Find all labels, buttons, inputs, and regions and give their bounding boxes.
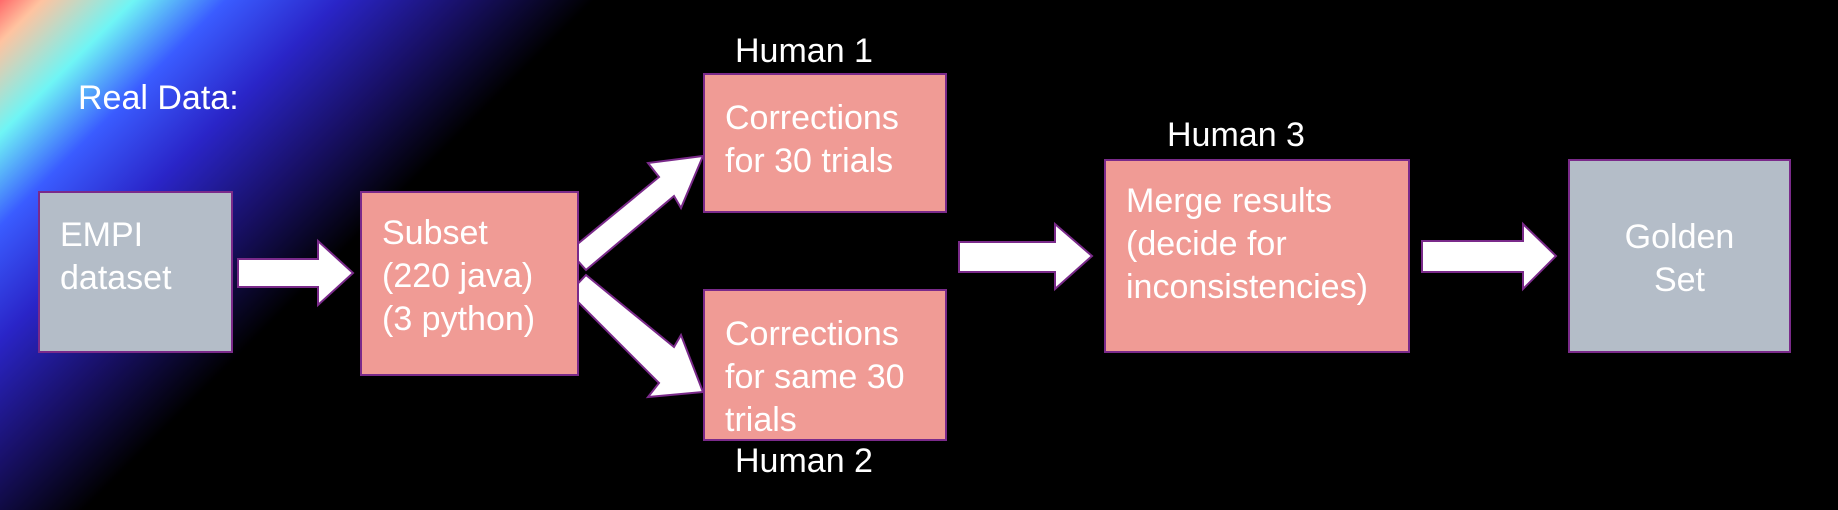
arrow-subset-to-corrections1 bbox=[567, 154, 705, 272]
node-subset-text: Subset (220 java) (3 python) bbox=[382, 214, 536, 338]
node-empi-dataset-text: EMPI dataset bbox=[60, 216, 172, 297]
node-golden-set-text: Golden Set bbox=[1624, 218, 1735, 299]
arrow-subset-to-corrections2 bbox=[567, 273, 705, 399]
node-corrections-human-1: Corrections for 30 trials bbox=[703, 73, 947, 213]
human-1-label: Human 1 bbox=[735, 32, 873, 70]
arrow-merge-to-golden bbox=[1421, 221, 1558, 292]
node-merge-results: Merge results (decide for inconsistencie… bbox=[1104, 159, 1410, 353]
node-corrections-human-2: Corrections for same 30 trials bbox=[703, 289, 947, 441]
node-merge-results-text: Merge results (decide for inconsistencie… bbox=[1126, 182, 1368, 306]
arrow-empi-to-subset bbox=[237, 238, 355, 308]
real-data-heading: Real Data: bbox=[78, 79, 239, 117]
node-subset: Subset (220 java) (3 python) bbox=[360, 191, 579, 376]
node-empi-dataset: EMPI dataset bbox=[38, 191, 233, 353]
node-corrections-human-2-text: Corrections for same 30 trials bbox=[725, 315, 905, 439]
node-golden-set: Golden Set bbox=[1568, 159, 1791, 353]
node-corrections-human-1-text: Corrections for 30 trials bbox=[725, 99, 899, 180]
human-2-label: Human 2 bbox=[735, 442, 873, 480]
arrow-corrections-to-merge bbox=[958, 221, 1094, 292]
human-3-label: Human 3 bbox=[1167, 116, 1305, 154]
